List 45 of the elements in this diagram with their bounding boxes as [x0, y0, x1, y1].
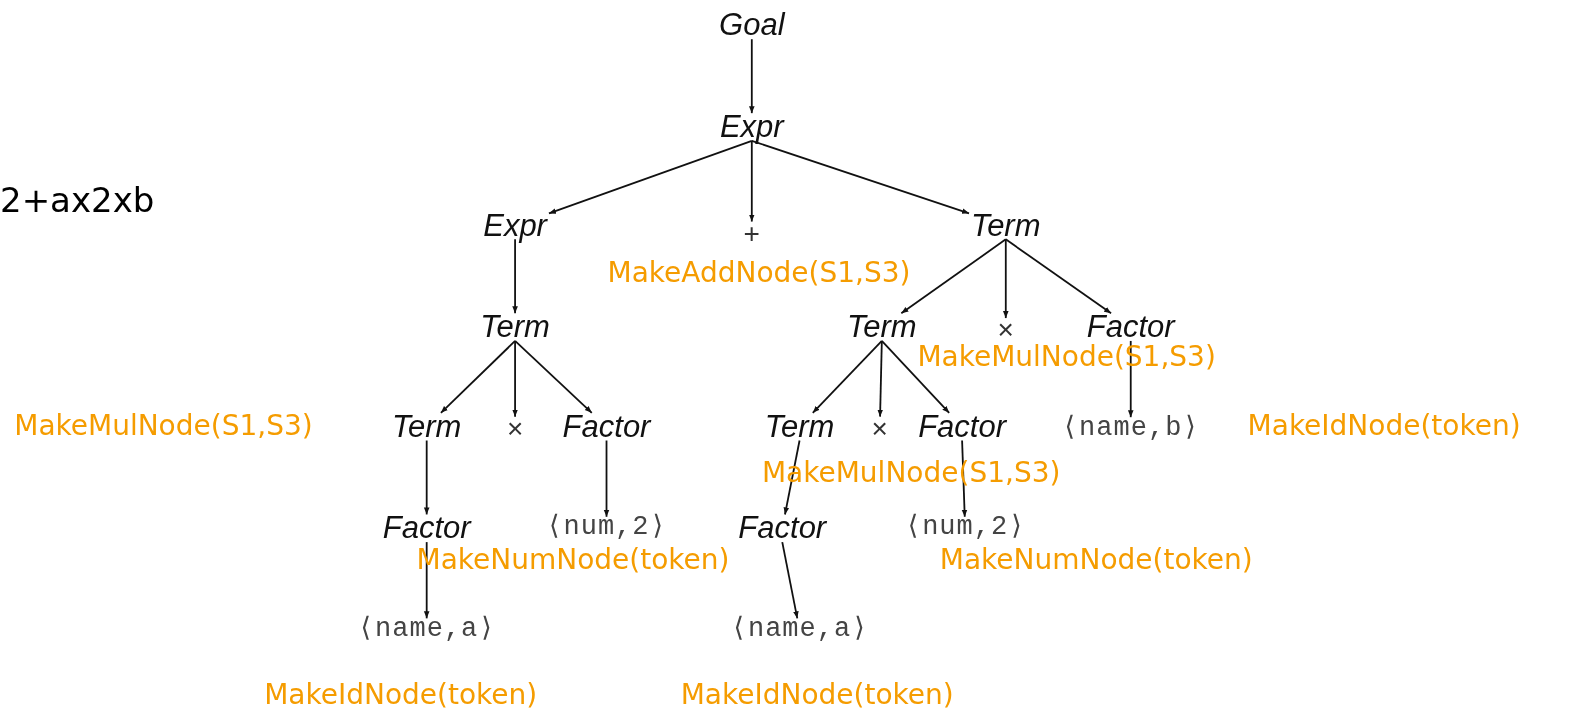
grammar-symbol: Expr: [717, 109, 786, 145]
input-expression: 2+ax2xb: [0, 180, 155, 221]
grammar-symbol: Goal: [717, 7, 787, 44]
arrow: [749, 139, 755, 223]
arrow: [512, 238, 518, 315]
token-label: ⟨num,2⟩: [902, 512, 1028, 544]
arrow: [877, 340, 884, 418]
arrow: [512, 340, 518, 418]
arrow: [603, 439, 610, 518]
action-annotation: MakeIdNode(token): [1247, 408, 1521, 442]
arrow: [750, 139, 970, 215]
action-annotation: MakeIdNode(token): [264, 677, 538, 711]
grammar-symbol: Factor: [380, 510, 473, 547]
arrow: [548, 139, 753, 215]
grammar-symbol: Factor: [1084, 309, 1177, 345]
grammar-symbol: Term: [478, 309, 552, 345]
arrow: [880, 340, 951, 414]
token-label: ⟨name,a⟩: [728, 614, 871, 646]
operator-label: ×: [869, 412, 890, 445]
grammar-symbol: Term: [389, 408, 464, 445]
arrow: [749, 38, 755, 115]
arrow: [900, 238, 1007, 315]
operator-label: +: [741, 217, 762, 250]
arrow: [1003, 238, 1009, 319]
token-label: ⟨num,2⟩: [544, 512, 669, 544]
grammar-symbol: Term: [762, 408, 837, 445]
arrow: [1004, 238, 1112, 315]
grammar-symbol: Factor: [560, 408, 653, 445]
grammar-symbol: Expr: [481, 207, 549, 244]
action-annotation: MakeIdNode(token): [680, 677, 954, 711]
arrow: [514, 340, 593, 414]
token-label: ⟨name,a⟩: [355, 614, 498, 646]
token-label: ⟨name,b⟩: [1059, 413, 1202, 445]
arrow: [423, 439, 430, 516]
arrow: [811, 340, 883, 414]
operator-label: ×: [504, 412, 526, 445]
action-annotation: MakeNumNode(token): [939, 542, 1253, 576]
grammar-symbol: Factor: [736, 510, 829, 547]
action-annotation: MakeMulNode(S1,S3): [14, 408, 313, 442]
grammar-symbol: Term: [845, 309, 919, 345]
grammar-symbol: Factor: [916, 408, 1008, 445]
arrow: [440, 340, 516, 414]
grammar-symbol: Term: [969, 207, 1043, 244]
arrow: [781, 541, 799, 620]
action-annotation: MakeAddNode(S1,S3): [607, 255, 911, 289]
